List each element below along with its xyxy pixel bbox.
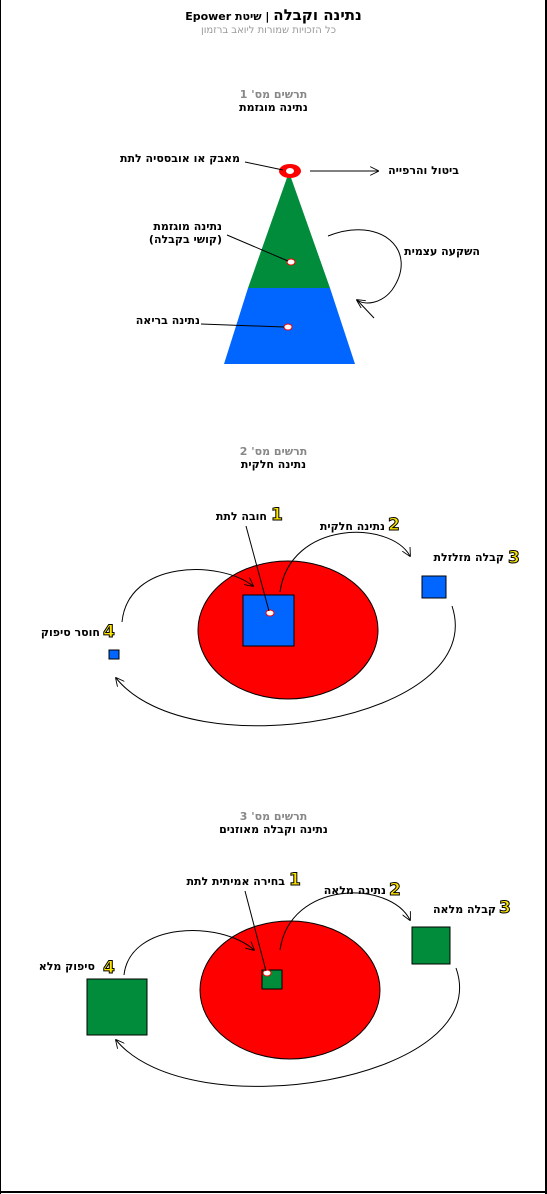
diagram3-step1-label: בחירה אמיתית לתת: [186, 875, 285, 888]
diagram3-step3-number: 3: [499, 898, 511, 918]
leader-line: [244, 161, 284, 171]
label-release: ביטול והרפייה: [388, 164, 459, 177]
label-excess-giving: נתינה מוגזמת: [153, 220, 222, 233]
leader-line: [245, 525, 270, 612]
page-title: נתינה וקבלה | שיטת Epower: [0, 6, 547, 24]
page-header: נתינה וקבלה | שיטת Epower כל הזכויות שמו…: [0, 6, 547, 36]
diagram3-step2-number: 2: [389, 880, 401, 900]
diagram3-number: תרשים מס' 3: [239, 810, 308, 823]
diagram1-title: נתינה מוגזמת: [239, 101, 308, 114]
pyramid-mid-point: [286, 258, 296, 266]
pyramid-green-section: [248, 172, 330, 288]
diagram1-number: תרשים מס' 1: [239, 88, 308, 101]
cycle-arrow: [327, 229, 402, 303]
cycle-tail: [356, 299, 375, 319]
label-self-investment: השקעה עצמית: [404, 245, 480, 258]
diagram2-number: תרשים מס' 2: [239, 445, 308, 458]
label-difficulty-receiving: (קושי בקבלה): [148, 233, 222, 246]
arrow-return: [116, 605, 456, 727]
diagram3-receive-square: [411, 926, 451, 965]
arrow-give: [279, 531, 410, 593]
diagram3-step4-label: סיפוק מלא: [38, 960, 95, 973]
diagram2-center-point: [265, 609, 275, 617]
diagram2-step1-number: 1: [271, 505, 283, 525]
diagram2-center-square: [242, 594, 295, 647]
diagram2-title: נתינה חלקית: [240, 458, 307, 471]
arrow-give: [279, 892, 410, 951]
diagram2-step3-label: קבלה מזלזלת: [433, 551, 504, 564]
leader-line: [200, 323, 285, 328]
arrow-to-center: [123, 930, 254, 976]
diagram2-step1-label: חובה לתת: [215, 510, 267, 523]
diagram3-title: נתינה וקבלה מאוזנים: [219, 823, 328, 836]
diagram2-step2-number: 2: [388, 515, 400, 535]
arrow-to-center: [121, 569, 253, 623]
diagram3-fulfillment-square: [86, 978, 148, 1036]
diagram3-center-point: [262, 969, 272, 977]
leader-line: [226, 234, 289, 262]
diagram2-figure: 1 2 3 4: [103, 505, 520, 727]
diagram2-step3-number: 3: [508, 548, 520, 568]
diagram3-step2-label: נתינה מלאה: [323, 884, 386, 897]
title-text: נתינה וקבלה: [273, 6, 362, 24]
title-separator: |: [261, 10, 274, 23]
diagram2-step4-number: 4: [103, 622, 115, 642]
diagram2-receive-square: [421, 575, 447, 599]
diagram3-step3-label: קבלה מלאה: [432, 903, 496, 916]
label-struggle: מאבק או אובססיה לתת: [120, 152, 240, 165]
label-healthy-giving: נתינה בריאה: [135, 314, 200, 327]
diagram3-figure: 1 2 3 4: [86, 870, 511, 1087]
pyramid-top-point: [286, 168, 294, 174]
diagram3-step4-number: 4: [103, 958, 115, 978]
copyright-text: כל הזכויות שמורות ליואב ברזמון: [200, 25, 336, 36]
diagram3-red-ellipse: [199, 920, 381, 1060]
leader-line: [244, 890, 267, 972]
diagram2-step4-label: חוסר סיפוק: [40, 626, 100, 639]
diagram3-step1-number: 1: [289, 870, 301, 890]
pyramid-bottom-point: [283, 323, 293, 331]
brand-name: שיטת Epower: [185, 10, 262, 23]
diagram2-step2-label: נתינה חלקית: [319, 520, 385, 533]
diagram1-pyramid: [200, 161, 402, 364]
diagram2-small-square: [108, 649, 120, 660]
